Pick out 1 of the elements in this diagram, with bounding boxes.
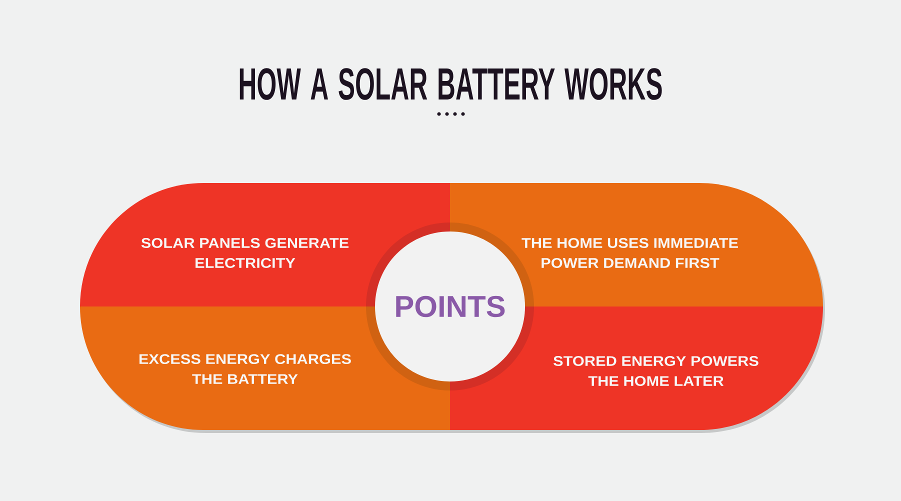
title: HOW A SOLAR BATTERY WORKS xyxy=(240,68,662,100)
